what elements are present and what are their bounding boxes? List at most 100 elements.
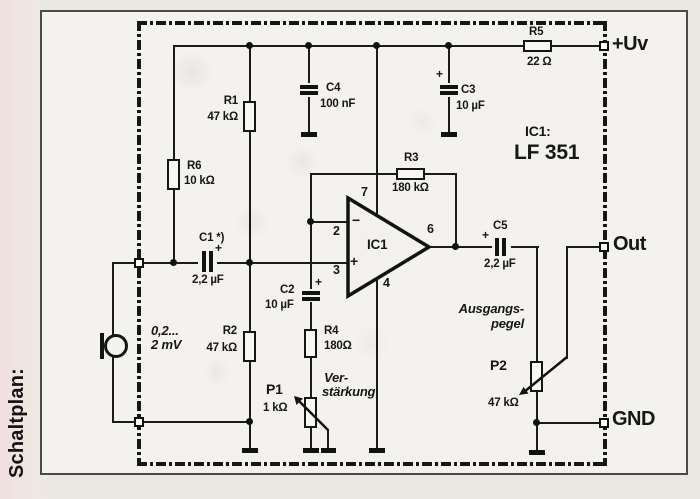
label-r1-value: 47 kΩ: [207, 111, 238, 123]
capacitor-c2-plate-bottom: [302, 297, 320, 301]
annotation-gain-1: Ver-: [324, 370, 349, 385]
label-r6-value: 10 kΩ: [184, 175, 215, 187]
terminal-out: [599, 242, 609, 252]
capacitor-c3-plate-top: [440, 85, 458, 89]
wire-feedback-right: [455, 173, 457, 248]
label-c1-ref: C1 *): [199, 232, 225, 244]
label-c3-ref: C3: [461, 84, 476, 96]
ground-symbol-pin4: [369, 448, 385, 453]
label-c4-ref: C4: [326, 82, 341, 94]
junction-rail-c3: [445, 42, 452, 49]
wire-mic-return: [112, 421, 251, 423]
label-ic-part: LF 351: [514, 141, 580, 164]
wire-mic-bottom: [112, 356, 114, 423]
junction-rail-c4: [305, 42, 312, 49]
wire-pin7-supply: [376, 45, 378, 217]
wire-p2-wiper-up: [566, 246, 568, 359]
label-c5-polarity: +: [482, 228, 489, 242]
junction-rail-r1: [246, 42, 253, 49]
junction-mic-return: [246, 418, 253, 425]
capacitor-c5-plate-left: [495, 238, 499, 256]
wire-pin4-ground: [376, 277, 378, 451]
wire-supply-rail: [174, 45, 605, 47]
label-p2-value: 47 kΩ: [488, 397, 519, 409]
resistor-r2-body: [243, 331, 256, 362]
label-gnd: GND: [612, 408, 655, 430]
junction-input-bias: [246, 259, 253, 266]
label-pin2: 2: [333, 224, 340, 238]
label-c1-value: 2,2 µF: [192, 274, 224, 286]
wire-p2-branch: [536, 246, 538, 453]
label-r5-ref: R5: [529, 26, 544, 38]
ground-symbol-r2: [242, 448, 258, 453]
resistor-r5-body: [523, 40, 552, 52]
terminal-input-hot: [134, 258, 144, 268]
ground-symbol-p1-wiper: [321, 448, 336, 453]
label-pin4: 4: [383, 276, 390, 290]
label-c3-value: 10 µF: [456, 100, 485, 112]
capacitor-c2-plate-top: [302, 291, 320, 295]
capacitor-c1-plate-right: [209, 251, 213, 272]
wire-r3-feedback: [310, 173, 457, 175]
annotation-output-level-2: pegel: [491, 316, 524, 331]
ground-symbol-p2: [529, 450, 545, 455]
ground-symbol-p1: [303, 448, 319, 453]
p2-wiper-arrow-line: [523, 356, 568, 393]
label-opamp-minus: −: [352, 212, 360, 228]
wire-r1-r2-divider: [249, 45, 251, 451]
label-c2-polarity: +: [315, 275, 322, 289]
label-opamp-name: IC1: [367, 237, 388, 252]
annotation-output-level-1: Ausgangs-: [458, 301, 525, 316]
wire-feedback-left: [310, 173, 312, 223]
label-vplus: +Uv: [612, 33, 648, 55]
label-ic-heading: IC1:: [525, 123, 551, 139]
label-p1-value: 1 kΩ: [263, 402, 288, 414]
label-c1-polarity: +: [215, 241, 222, 255]
label-r2-value: 47 kΩ: [206, 342, 237, 354]
annotation-input-level-2: 2 mV: [151, 337, 182, 352]
label-pin6: 6: [427, 222, 434, 236]
terminal-gnd: [599, 418, 609, 428]
label-opamp-plus: +: [350, 253, 358, 269]
p1-wiper-arrowhead: [294, 396, 303, 405]
resistor-r6-body: [167, 159, 180, 190]
label-out: Out: [613, 233, 646, 255]
junction-inverting-input: [307, 218, 314, 225]
label-c2-value: 10 µF: [265, 299, 294, 311]
resistor-r1-body: [243, 101, 256, 132]
junction-p2-gnd: [533, 419, 540, 426]
label-pin3: 3: [333, 263, 340, 277]
ground-symbol-c3: [441, 132, 457, 137]
wire-input-signal: [112, 262, 349, 264]
terminal-vplus: [599, 41, 609, 51]
resistor-r3-body: [396, 168, 425, 180]
wire-inverting-input: [310, 221, 349, 223]
label-r2-ref: R2: [222, 325, 238, 337]
p1-wiper-arrow-line: [297, 399, 329, 431]
label-r1-ref: R1: [223, 95, 239, 107]
ground-symbol-c4: [301, 132, 317, 137]
label-p2-ref: P2: [490, 357, 507, 373]
capacitor-c4-plate-bottom: [300, 91, 318, 95]
wire-p1-wiper-down: [327, 429, 329, 452]
capacitor-c4-plate-top: [300, 85, 318, 89]
capacitor-c1-plate-left: [202, 251, 206, 272]
label-c4-value: 100 nF: [320, 98, 356, 110]
p2-wiper-arrowhead: [519, 387, 529, 395]
capacitor-c5-plate-right: [502, 238, 506, 256]
label-r5-value: 22 Ω: [527, 56, 552, 68]
wire-mic-top: [112, 262, 114, 336]
dashed-border-bottom: [137, 462, 607, 466]
label-c5-value: 2,2 µF: [484, 258, 516, 270]
microphone-icon: [104, 334, 128, 358]
junction-output-feedback: [452, 243, 459, 250]
annotation-input-level-1: 0,2...: [151, 323, 179, 338]
opamp-triangle: [346, 194, 433, 300]
label-r3-value: 180 kΩ: [392, 182, 429, 194]
label-c5-ref: C5: [493, 220, 508, 232]
microphone-membrane: [100, 333, 104, 359]
label-r6-ref: R6: [187, 160, 202, 172]
label-r3-ref: R3: [404, 152, 419, 164]
